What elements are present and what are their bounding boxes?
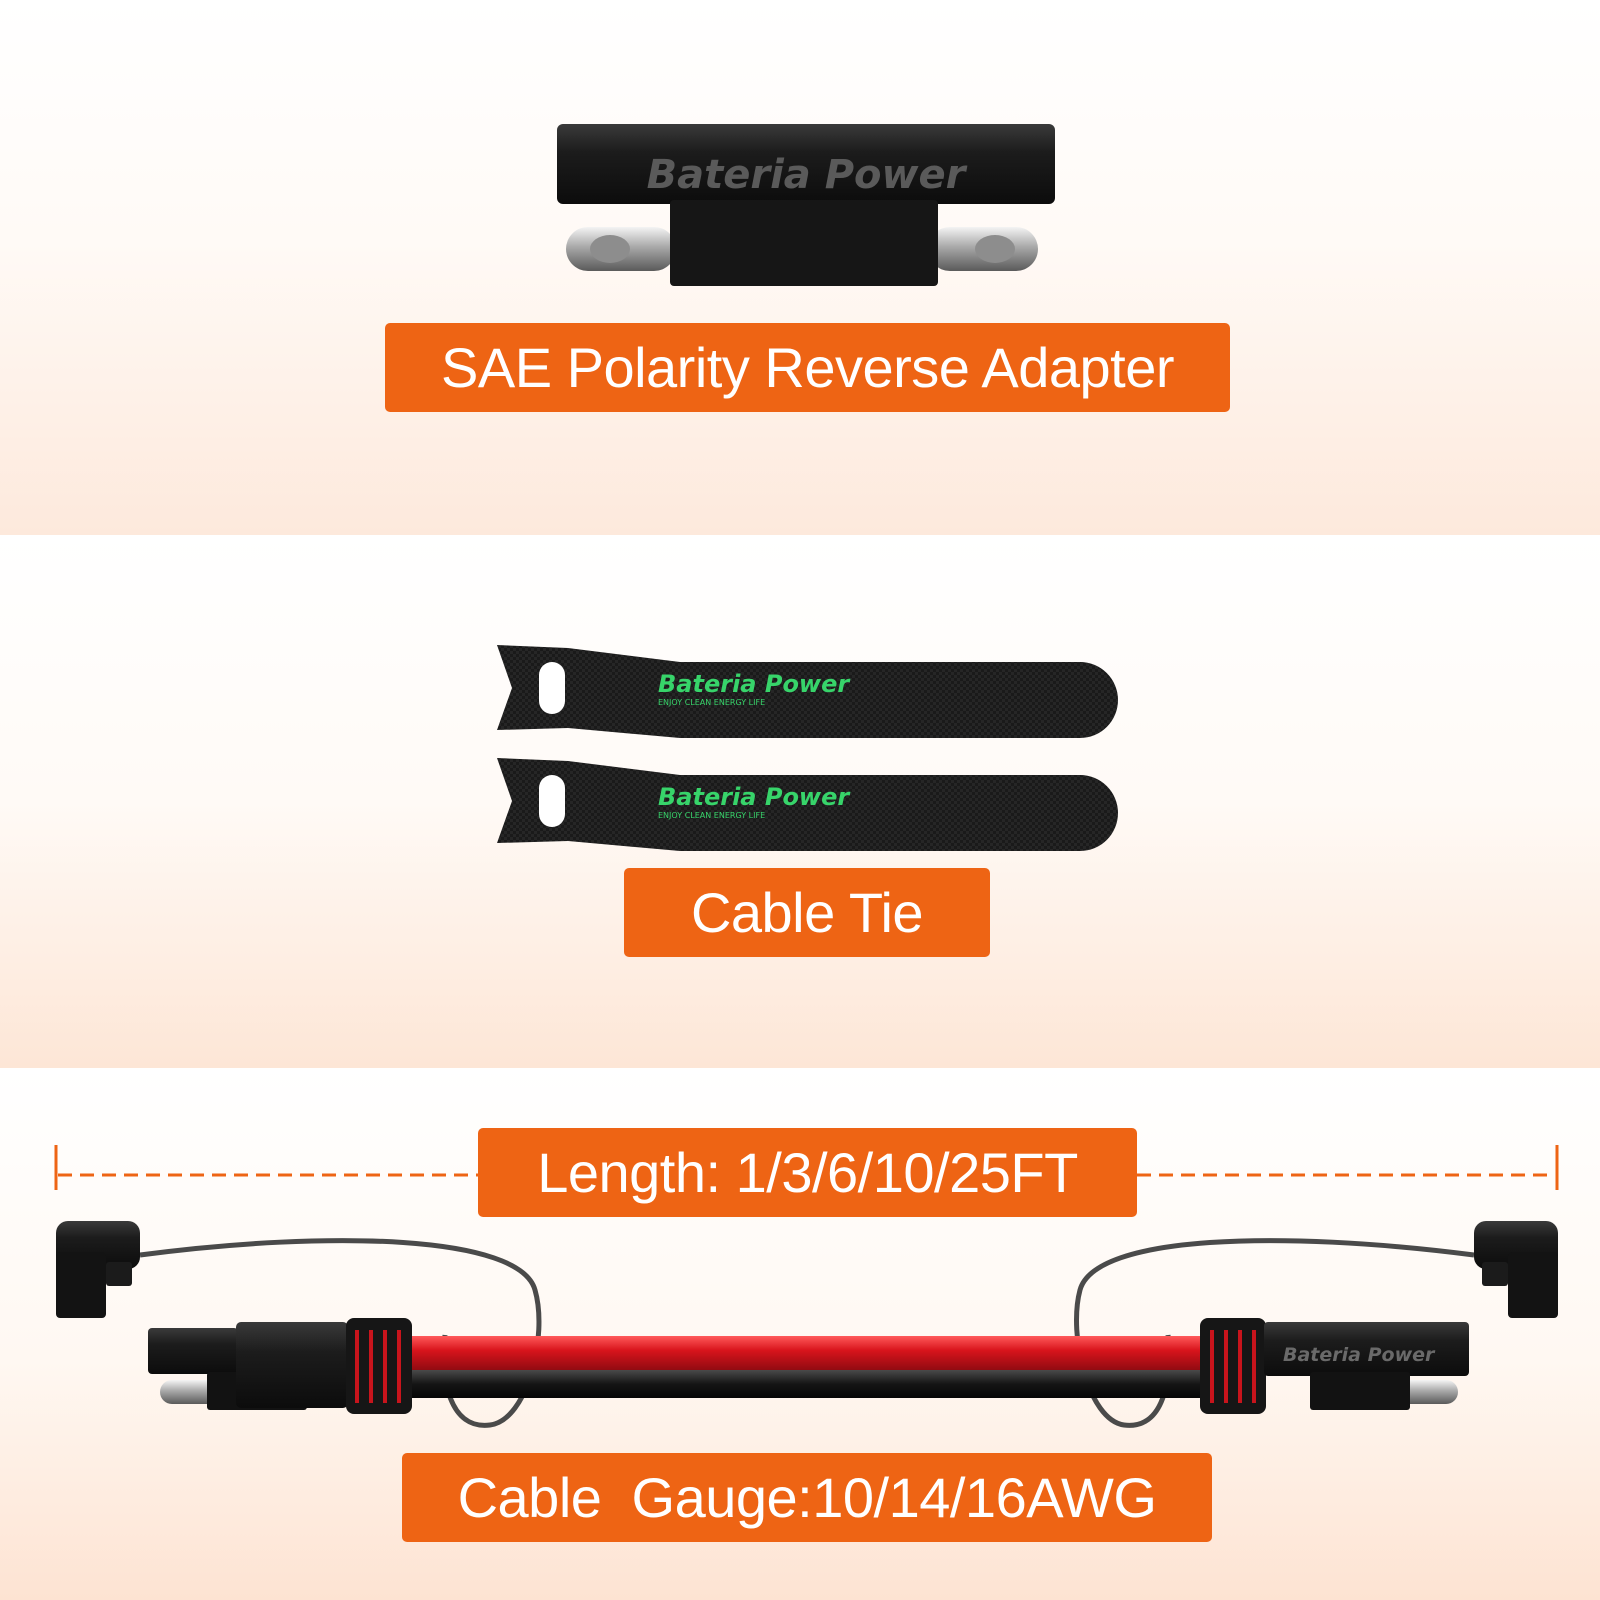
- right-dust-cap-tether: [1074, 1238, 1475, 1428]
- left-dust-cap-tether: [139, 1238, 542, 1428]
- length-dimension-line: [54, 1145, 1559, 1190]
- adapter-center-block: [670, 200, 938, 286]
- right-sae-connector: Bateria Power: [1200, 1318, 1469, 1414]
- polarity-adapter-illustration: Bateria Power: [557, 124, 1055, 286]
- left-dust-cap: [56, 1221, 140, 1318]
- adapter-left-pin: [566, 227, 676, 271]
- cable-tie-slot: [539, 775, 565, 827]
- adapter-body: [557, 124, 1055, 204]
- cable-tie-tagline: ENJOY CLEAN ENERGY LIFE: [658, 698, 765, 707]
- cable-connector-brand: Bateria Power: [1283, 1344, 1436, 1366]
- cable-tie-bottom: Bateria Power ENJOY CLEAN ENERGY LIFE: [497, 758, 1118, 851]
- black-wire: [405, 1370, 1205, 1398]
- cable-tie-top: Bateria Power ENJOY CLEAN ENERGY LIFE: [497, 645, 1118, 738]
- adapter-right-pin: [928, 227, 1038, 271]
- cable-tie-tagline: ENJOY CLEAN ENERGY LIFE: [658, 811, 765, 820]
- left-sae-connector: [148, 1318, 412, 1414]
- cable-tie-brand: Bateria Power: [658, 670, 851, 698]
- length-label: Length: 1/3/6/10/25FT: [478, 1128, 1137, 1217]
- adapter-brand-logo: Bateria Power: [647, 152, 968, 198]
- cable-gauge-label: Cable Gauge:10/14/16AWG: [402, 1453, 1212, 1542]
- cable-tie-label: Cable Tie: [624, 868, 990, 957]
- sae-extension-cable-illustration: Bateria Power: [56, 1221, 1558, 1428]
- adapter-label: SAE Polarity Reverse Adapter: [385, 323, 1230, 412]
- right-dust-cap: [1474, 1221, 1558, 1318]
- red-wire: [405, 1336, 1205, 1372]
- cable-tie-slot: [539, 662, 565, 714]
- cable-tie-brand: Bateria Power: [658, 783, 851, 811]
